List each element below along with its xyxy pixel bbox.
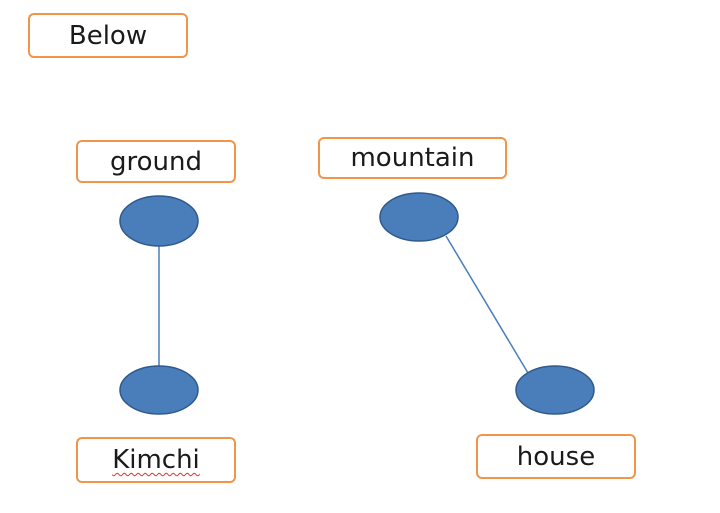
node-mountain[interactable] [379,192,459,242]
label-box-kimchi[interactable]: Kimchi [76,437,236,483]
label-text-mountain: mountain [350,143,475,173]
label-text-below: Below [68,20,148,51]
node-kimchi[interactable] [119,365,199,415]
label-box-mountain[interactable]: mountain [318,137,507,179]
label-box-below[interactable]: Below [28,13,188,58]
label-box-house[interactable]: house [476,434,636,479]
label-text-house: house [516,441,596,472]
label-text-kimchi: Kimchi [112,445,200,475]
edge-mountain-house [445,235,529,374]
label-box-ground[interactable]: ground [76,140,236,183]
node-house[interactable] [515,365,595,415]
node-ground[interactable] [119,195,199,247]
label-text-ground: ground [110,146,202,177]
